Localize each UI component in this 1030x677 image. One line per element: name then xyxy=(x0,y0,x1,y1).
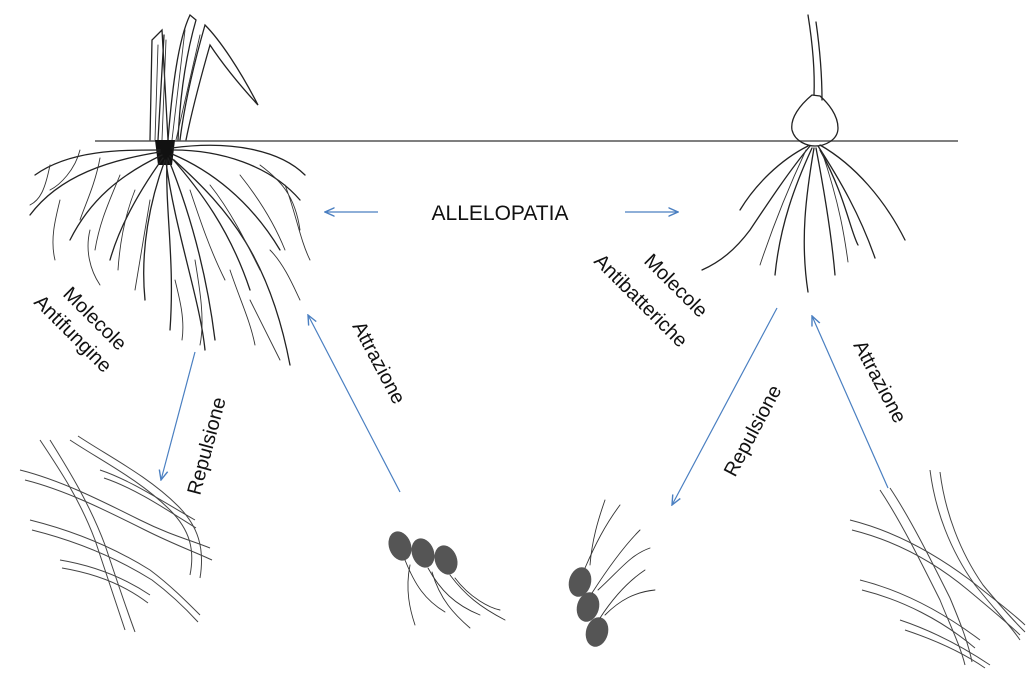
fungal-hyphae-left xyxy=(20,436,212,632)
left-attraction-label: Attrazione xyxy=(348,318,410,408)
bulb-plant-illustration xyxy=(702,15,905,292)
bacteria-right xyxy=(565,500,655,649)
left-repulsion-label: Repulsione xyxy=(184,395,231,497)
diagram-title: ALLELOPATIA xyxy=(432,202,569,225)
attraction-arrow-right xyxy=(812,316,888,488)
bacteria-left xyxy=(385,528,505,628)
repulsion-arrow-left xyxy=(161,352,195,480)
fungal-hyphae-right xyxy=(850,470,1025,668)
right-attraction-label: Attrazione xyxy=(849,337,911,427)
grass-plant-illustration xyxy=(30,15,310,365)
attraction-arrow-left xyxy=(308,315,400,492)
